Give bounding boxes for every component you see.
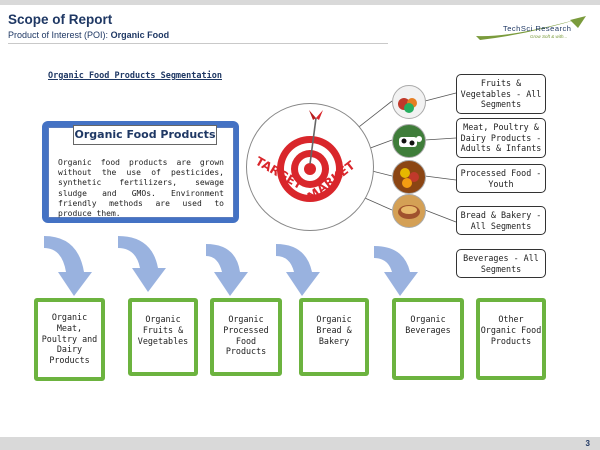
category-bread-bakery: Organic Bread & Bakery	[299, 298, 369, 376]
bread-bakery-icon	[392, 194, 426, 228]
target-market-graphic: TARGET MARKET	[246, 103, 374, 231]
fruits-vegetables-icon	[392, 85, 426, 119]
category-processed-food: Organic Processed Food Products	[210, 298, 282, 376]
curved-arrow-icon	[118, 236, 166, 292]
segmentation-heading: Organic Food Products Segmentation	[48, 71, 222, 81]
logo-icon	[476, 16, 586, 40]
subtitle-prefix: Product of Interest (POI):	[8, 30, 109, 40]
processed-food-icon	[392, 160, 426, 194]
page-number: 3	[585, 439, 590, 448]
category-other-organic: Other Organic Food Products	[476, 298, 546, 380]
product-box-description: Organic food products are grown without …	[58, 158, 224, 219]
curved-arrow-icon	[206, 244, 248, 296]
subtitle-value: Organic Food	[110, 30, 170, 40]
curved-arrow-icon	[276, 244, 320, 296]
segment-processed-food: Processed Food - Youth	[456, 164, 546, 193]
category-meat-poultry-dairy: Organic Meat, Poultry and Dairy Products	[34, 298, 105, 381]
top-bar	[0, 0, 600, 5]
dairy-cow-icon	[392, 124, 426, 158]
logo-text: TechSci Research	[503, 24, 572, 33]
bottom-bar	[0, 437, 600, 450]
category-fruits-vegetables: Organic Fruits & Vegetables	[128, 298, 198, 376]
curved-arrow-icon	[44, 236, 92, 296]
segment-bread-bakery: Bread & Bakery - All Segments	[456, 206, 546, 235]
company-logo: TechSci Research Grow Soft & with...	[470, 14, 590, 48]
segment-fruits-vegetables: Fruits & Vegetables - All Segments	[456, 74, 546, 114]
curved-arrow-icon	[374, 246, 418, 296]
product-box-title: Organic Food Products	[73, 125, 217, 145]
title-divider	[8, 43, 388, 44]
category-beverages: Organic Beverages	[392, 298, 464, 380]
segment-meat-poultry-dairy: Meat, Poultry & Dairy Products - Adults …	[456, 118, 546, 158]
target-icon	[277, 110, 343, 202]
logo-tagline: Grow Soft & with...	[530, 34, 568, 39]
page-title: Scope of Report	[8, 12, 113, 27]
segment-beverages: Beverages - All Segments	[456, 249, 546, 278]
page-subtitle: Product of Interest (POI): Organic Food	[8, 30, 169, 40]
